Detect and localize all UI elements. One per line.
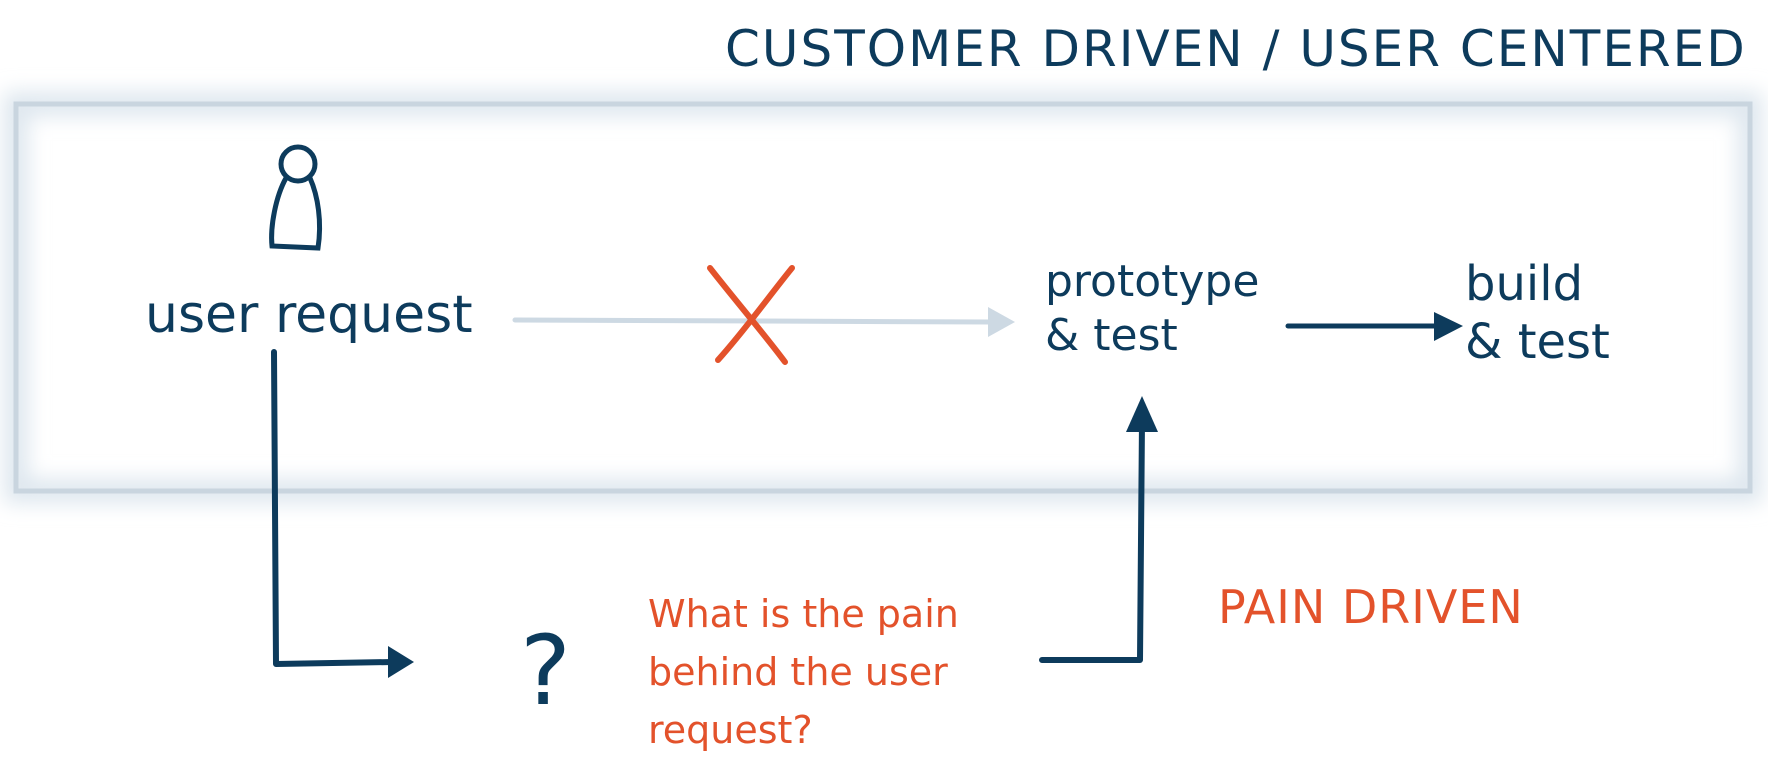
node-user-request: user request (145, 285, 473, 345)
red-x-icon (707, 265, 795, 365)
pain-driven-label: PAIN DRIVEN (1218, 580, 1524, 634)
customer-driven-frame (4, 92, 1762, 503)
arrow-prototype-to-build (1285, 312, 1463, 341)
person-icon (269, 144, 323, 251)
diagram-title: CUSTOMER DRIVEN / USER CENTERED (725, 20, 1747, 78)
question-mark-icon: ? (520, 615, 571, 727)
arrow-pain-to-prototype (1039, 396, 1158, 663)
pain-question: What is the pain behind the user request… (648, 592, 959, 752)
arrow-user-request-to-question (271, 349, 414, 678)
node-prototype-test: prototype & test (1045, 256, 1260, 361)
node-build-test: build & test (1465, 256, 1610, 370)
